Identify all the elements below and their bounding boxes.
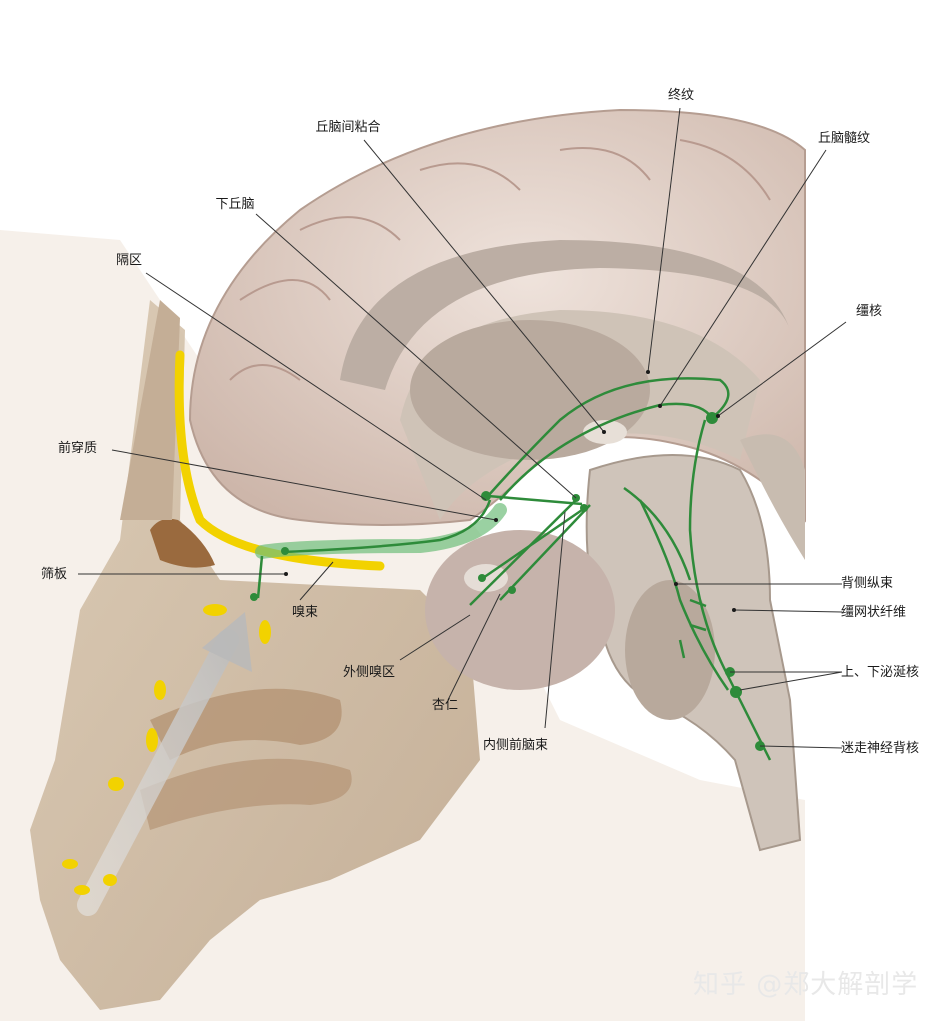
label-olfactory-tract: 嗅束: [292, 605, 319, 620]
neural-pathways: [256, 377, 772, 761]
airflow-arrow: [77, 612, 252, 916]
olfactory-strip: [174, 350, 385, 571]
label-stria-terminalis: 终纹: [667, 88, 695, 103]
label-amygdala: 杏仁: [432, 698, 459, 713]
label-cribriform-plate: 筛板: [41, 567, 68, 582]
watermark: 知乎 @郑大解剖学: [693, 970, 919, 1000]
label-stria-medullaris: 丘脑髓纹: [817, 131, 871, 146]
label-lateral-olfactory-area: 外侧嗅区: [343, 665, 396, 680]
label-habenular-nucleus: 缰核: [855, 304, 883, 319]
leader-dots: [284, 370, 736, 612]
label-hypothalamus: 下丘脑: [215, 197, 255, 212]
label-anterior-perforated-substance: 前穿质: [58, 441, 98, 456]
leader-lines: [78, 107, 847, 749]
label-habenulo-reticular-fibers: 缰网状纤维: [841, 605, 907, 620]
label-septal-area: 隔区: [115, 253, 143, 268]
label-dorsal-vagal-nucleus: 迷走神经背核: [841, 741, 920, 756]
label-medial-forebrain-bundle: 内侧前脑束: [483, 738, 549, 753]
label-dorsal-longitudinal-fasciculus: 背侧纵束: [841, 576, 894, 591]
pathway-nodes: [250, 412, 765, 751]
odor-droplets: [62, 604, 271, 895]
cerebral-cortex: [188, 108, 806, 526]
label-interthalamic-adhesion: 丘脑间粘合: [315, 120, 381, 135]
brainstem: [585, 434, 805, 852]
label-salivatory-nuclei: 上、下泌涎核: [841, 665, 920, 680]
